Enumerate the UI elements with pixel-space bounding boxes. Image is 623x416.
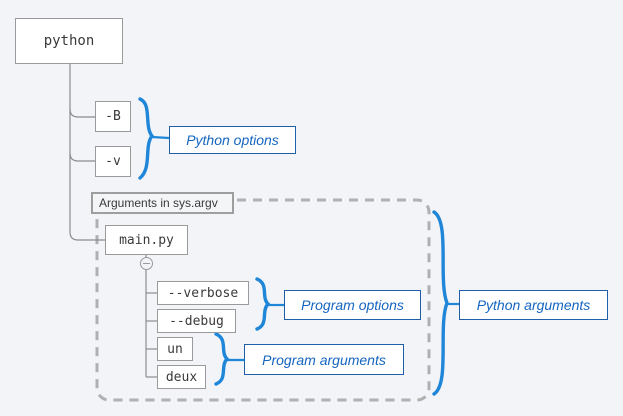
group-label-sys-argv: Arguments in sys.argv — [91, 192, 234, 214]
node-option-b[interactable]: -B — [95, 101, 131, 132]
node-arg-deux[interactable]: deux — [157, 365, 206, 389]
node-arg-debug[interactable]: --debug — [157, 309, 236, 333]
callout-python-arguments: Python arguments — [459, 290, 608, 320]
brace-python-options — [138, 97, 170, 180]
tree-branch-b — [69, 108, 95, 118]
node-arg-un[interactable]: un — [157, 337, 193, 361]
callout-program-options: Program options — [284, 290, 421, 320]
sys-argv-dashed-container — [95, 198, 431, 402]
node-main-py[interactable]: main.py — [105, 225, 188, 255]
collapse-toggle-main-py[interactable] — [140, 257, 153, 270]
tree-trunk-main — [69, 64, 105, 241]
node-python[interactable]: python — [15, 18, 123, 64]
node-arg-verbose[interactable]: --verbose — [157, 281, 249, 305]
brace-python-arguments — [432, 210, 459, 396]
brace-program-arguments — [214, 332, 244, 386]
node-option-v[interactable]: -v — [95, 146, 131, 177]
brace-program-options — [255, 277, 284, 331]
callout-python-options: Python options — [169, 126, 296, 154]
callout-program-arguments: Program arguments — [244, 344, 404, 375]
tree-branch-v — [69, 152, 95, 162]
